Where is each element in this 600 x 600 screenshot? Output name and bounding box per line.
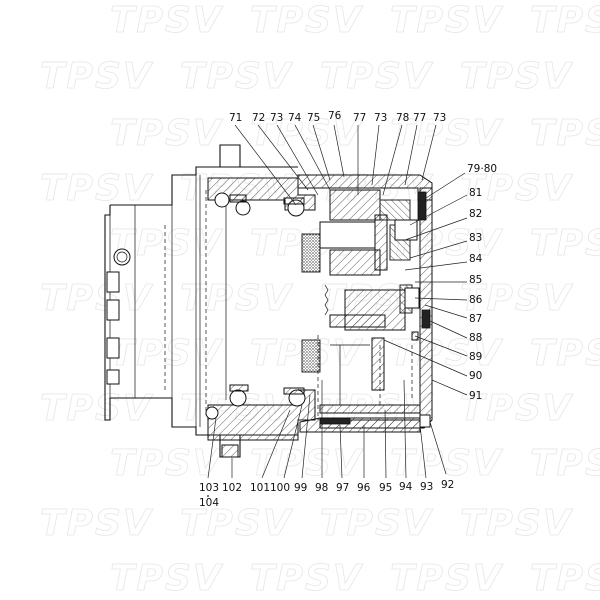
callout-77-b: 77 (413, 112, 426, 124)
callout-98: 98 (315, 482, 328, 494)
svg-text:TPSV: TPSV (110, 0, 224, 41)
svg-text:TPSV: TPSV (110, 113, 224, 154)
callout-102: 102 (222, 482, 242, 494)
leader-lines-right (383, 172, 468, 396)
svg-text:TPSV: TPSV (40, 388, 154, 429)
callouts-bottom: 103 104 102 101 100 99 98 97 96 95 94 93… (199, 479, 454, 509)
callout-104: 104 (199, 497, 219, 509)
svg-text:TPSV: TPSV (180, 503, 294, 544)
svg-text:TPSV: TPSV (110, 443, 224, 484)
svg-text:TPSV: TPSV (530, 443, 600, 484)
motor-housing (104, 166, 298, 436)
svg-text:TPSV: TPSV (530, 333, 600, 374)
svg-text:TPSV: TPSV (180, 56, 294, 97)
svg-text:TPSV: TPSV (390, 0, 504, 41)
svg-text:TPSV: TPSV (250, 558, 364, 599)
callout-95: 95 (379, 482, 392, 494)
leader-lines-bottom (207, 379, 447, 479)
svg-text:TPSV: TPSV (530, 113, 600, 154)
callout-90: 90 (469, 370, 482, 382)
callout-92: 92 (441, 479, 454, 491)
svg-text:TPSV: TPSV (40, 278, 154, 319)
svg-text:TPSV: TPSV (40, 56, 154, 97)
planetary-gear-set (301, 189, 431, 428)
svg-text:TPSV: TPSV (40, 168, 154, 209)
callout-86: 86 (469, 294, 483, 306)
svg-text:TPSV: TPSV (530, 0, 600, 41)
callout-96: 96 (357, 482, 371, 494)
svg-text:TPSV: TPSV (320, 56, 434, 97)
callout-82: 82 (469, 208, 482, 220)
bearing-ball-icon (214, 192, 230, 208)
plug-icon (421, 309, 431, 329)
svg-text:TPSV: TPSV (460, 56, 574, 97)
watermark-layer: TPSV TPSV TPSV TPSV TPSV TPSV TPSV TPSV TPSV TP… (40, 0, 600, 599)
callout-71: 71 (229, 112, 242, 124)
callout-100: 100 (270, 482, 290, 494)
callout-99: 99 (294, 482, 307, 494)
callout-77: 77 (353, 112, 366, 124)
callout-87: 87 (469, 313, 482, 325)
port-plug-icon (113, 248, 131, 266)
callout-93: 93 (420, 481, 433, 493)
callout-89: 89 (469, 351, 482, 363)
svg-text:TPSV: TPSV (530, 223, 600, 264)
svg-text:TPSV: TPSV (530, 558, 600, 599)
svg-text:TPSV: TPSV (110, 333, 224, 374)
callout-103: 103 (199, 482, 219, 494)
callout-75: 75 (307, 112, 320, 124)
svg-text:TPSV: TPSV (250, 0, 364, 41)
callout-78: 78 (396, 112, 409, 124)
callout-81: 81 (469, 187, 482, 199)
seal-icon (319, 417, 351, 425)
callouts-right: 79·80 81 82 83 84 85 86 87 88 89 90 91 (467, 163, 497, 402)
svg-text:TPSV: TPSV (40, 503, 154, 544)
svg-text:TPSV: TPSV (390, 113, 504, 154)
callout-76: 76 (328, 110, 342, 122)
svg-text:TPSV: TPSV (460, 168, 574, 209)
callout-85: 85 (469, 274, 482, 286)
svg-text:TPSV: TPSV (110, 558, 224, 599)
svg-text:TPSV: TPSV (390, 443, 504, 484)
callouts-top: 71 72 73 74 75 76 77 73 78 77 73 (229, 110, 446, 124)
callout-joiner-dot (207, 495, 209, 497)
main-bearings (205, 192, 306, 420)
callout-73-c: 73 (433, 112, 446, 124)
svg-text:TPSV: TPSV (320, 503, 434, 544)
callout-73-b: 73 (374, 112, 387, 124)
svg-text:TPSV: TPSV (460, 278, 574, 319)
callout-94: 94 (399, 481, 413, 493)
svg-text:TPSV: TPSV (390, 333, 504, 374)
callout-88: 88 (469, 332, 482, 344)
svg-text:TPSV: TPSV (460, 503, 574, 544)
svg-text:TPSV: TPSV (460, 388, 574, 429)
svg-text:TPSV: TPSV (250, 443, 364, 484)
callout-72: 72 (252, 112, 265, 124)
spline-coupling (301, 233, 321, 273)
svg-text:TPSV: TPSV (250, 113, 364, 154)
callout-84: 84 (469, 253, 483, 265)
callout-97: 97 (336, 482, 349, 494)
svg-text:TPSV: TPSV (390, 558, 504, 599)
callout-74: 74 (288, 112, 302, 124)
callout-91: 91 (469, 390, 482, 402)
leader-lines-top (234, 124, 437, 206)
callout-101: 101 (250, 482, 270, 494)
mounting-flange (219, 144, 241, 458)
callout-79-80: 79·80 (467, 163, 497, 175)
callout-73: 73 (270, 112, 283, 124)
svg-text:TPSV: TPSV (180, 278, 294, 319)
callout-83: 83 (469, 232, 482, 244)
